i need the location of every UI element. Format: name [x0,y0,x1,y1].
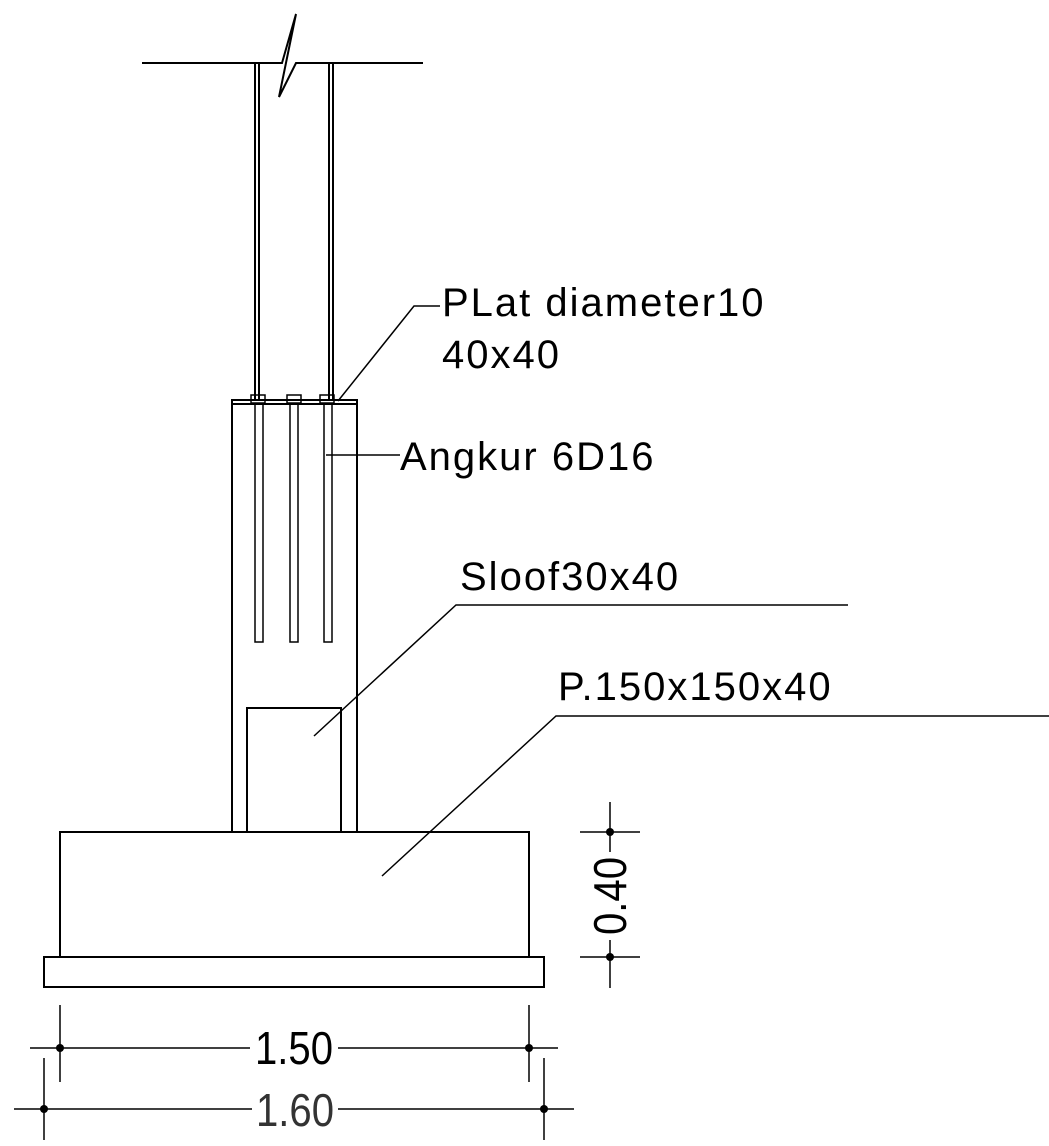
dimension-tick [40,1105,48,1113]
dimension-tick [540,1105,548,1113]
anchor-bolt-nuts [250,394,335,404]
dimension-footing-width: 1.50 [30,1005,558,1082]
dimension-tick [56,1044,64,1052]
dimension-footing-height: 0.40 [580,802,640,988]
label-angkur: Angkur 6D16 [400,435,655,479]
dimension-text-1-50: 1.50 [255,1022,333,1074]
label-sloof: Sloof30x40 [460,555,680,599]
pedestal [231,403,358,833]
sloof-section [246,707,342,833]
dimension-tick [606,953,614,961]
dimension-tick [606,828,614,836]
anchor-bolts [254,403,333,643]
footing [59,831,530,958]
dimension-tick [525,1044,533,1052]
dimension-lean-width: 1.60 [14,1058,574,1140]
dimension-text-0-40: 0.40 [584,857,636,935]
label-plat-line1: PLat diameter10 [442,281,766,325]
dimension-text-1-60: 1.60 [256,1084,334,1136]
leader-lines [313,305,1049,877]
label-pondasi: P.150x150x40 [558,665,833,709]
steel-column [254,62,334,401]
label-plat-line2: 40x40 [442,333,561,377]
column-break-line [142,13,423,98]
lean-concrete [43,956,545,988]
